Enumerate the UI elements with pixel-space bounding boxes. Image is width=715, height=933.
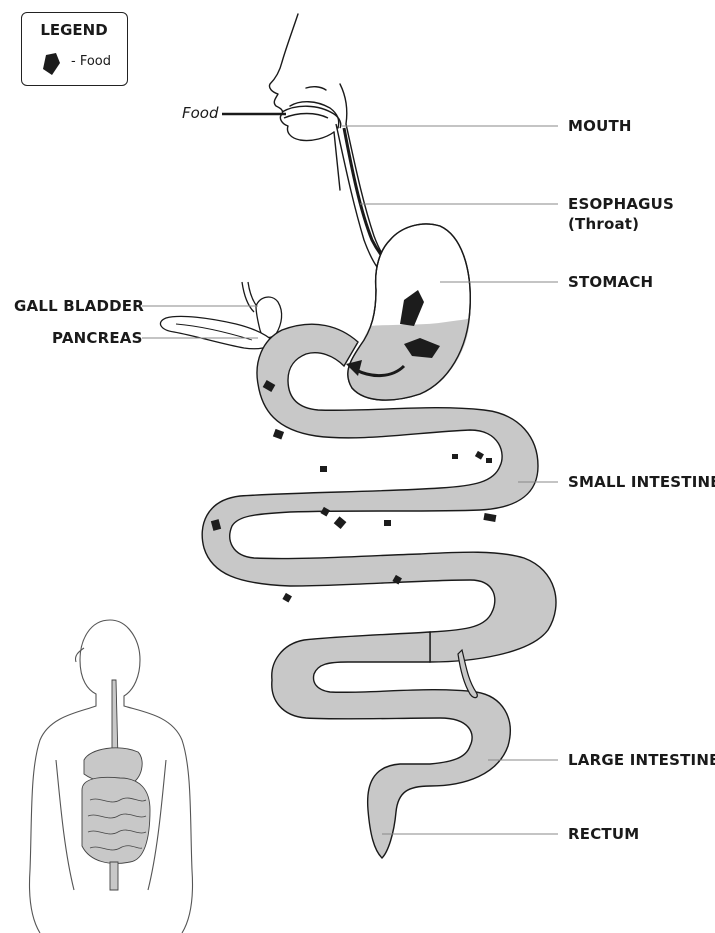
food-piece-icon [483,513,496,522]
legend: LEGEND - Food [21,12,128,86]
food-piece-icon [475,451,484,460]
food-piece-icon [486,458,492,463]
label-esophagus-sub: (Throat) [568,215,639,234]
food-input-label: Food [182,104,219,122]
label-stomach: STOMACH [568,273,653,292]
label-large-intestine: LARGE INTESTINE [568,751,715,770]
food-piece-icon [452,454,458,459]
large-intestine [272,632,510,858]
food-piece-icon [273,429,284,440]
head-profile [269,14,346,190]
legend-item-label: - Food [71,54,111,69]
label-esophagus: ESOPHAGUS [568,195,674,214]
food-piece-icon [282,593,292,603]
pancreas-organ [160,316,274,348]
label-mouth: MOUTH [568,117,632,136]
food-piece-icon [320,466,327,472]
food-piece-icon [384,520,391,526]
food-piece-icon [334,516,347,529]
human-body-thumbnail [29,620,192,933]
label-gall-bladder: GALL BLADDER [14,297,144,316]
food-piece-icon [40,51,62,77]
label-pancreas: PANCREAS [52,329,143,348]
label-rectum: RECTUM [568,825,639,844]
label-small-intestine: SMALL INTESTINE [568,473,715,492]
stomach-contents [348,318,470,400]
legend-title: LEGEND [22,21,126,39]
